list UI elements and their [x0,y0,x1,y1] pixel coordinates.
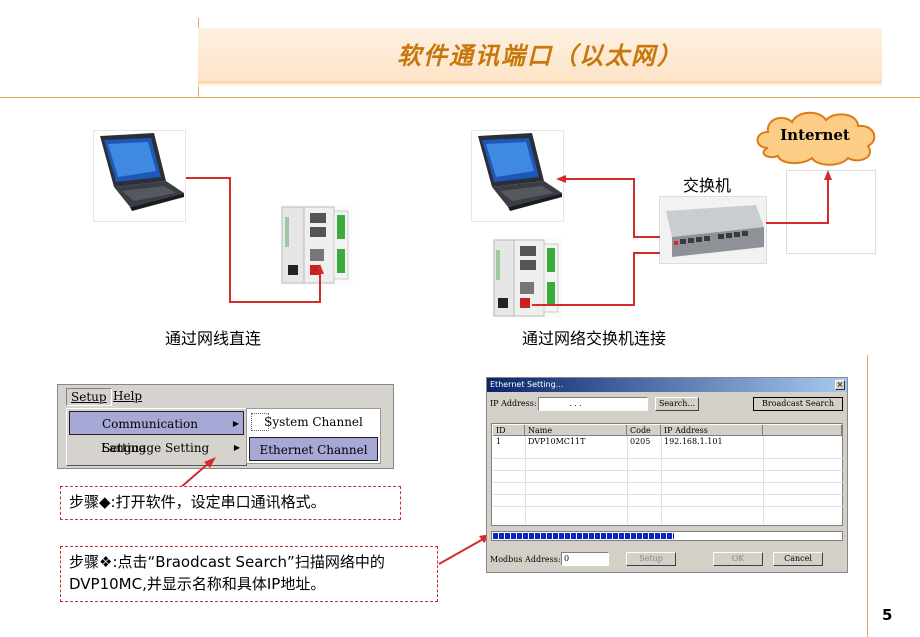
menu-item-system-channel[interactable]: System Channel [264,415,363,429]
communication-submenu: System Channel Ethernet Channel [246,408,381,464]
cell-ip: 192.168.1.101 [664,437,723,446]
table-row[interactable]: 1 DVP10MC11T 0205 192.168.1.101 [493,437,843,447]
frame-line-top [0,97,920,98]
cell-name: DVP10MC11T [528,437,586,446]
setup-button[interactable]: Setup [626,552,676,566]
ok-button[interactable]: OK [713,552,763,566]
internet-label: Internet [780,126,850,144]
row-divider [493,506,843,507]
laptop-image-switch [471,130,564,222]
dialog-title: Ethernet Setting... [490,380,564,389]
dialog-titlebar [487,378,847,392]
column-header-name[interactable]: Name [525,425,627,436]
submenu-arrow-icon: ▶ [232,419,239,428]
modbus-address-input[interactable]: 0 [561,552,609,566]
title-band [198,28,882,87]
search-button[interactable]: Search... [655,397,699,411]
menu-item-language-setting[interactable]: Language Setting ▶ [69,436,244,460]
internet-device-placeholder [786,170,876,254]
direct-cable-line [186,177,324,303]
device-list[interactable]: ID Name Code IP Address 1 DVP10MC11T 020… [491,423,843,526]
progress-fill [493,533,674,539]
network-icon [251,413,269,431]
cell-code: 0205 [630,437,651,446]
column-header-blank [763,425,842,436]
step2-note: 步骤❖:点击“Braodcast Search”扫描网络中的 DVP10MC,并… [60,546,438,602]
column-divider [525,436,526,524]
step2-line1: 步骤❖:点击“Braodcast Search”扫描网络中的 [69,553,385,571]
frame-line-right [867,355,868,637]
dialog-close-button[interactable]: × [835,380,845,390]
internet-cloud-icon [756,111,876,166]
menu-setup[interactable]: Setup [66,388,112,406]
row-divider [493,494,843,495]
cell-id: 1 [496,437,502,446]
laptop-image-direct [93,130,186,222]
column-divider [763,436,764,524]
column-header-ip[interactable]: IP Address [661,425,763,436]
menu-item-communication-setting[interactable]: Communication Setting ▶ [69,411,244,455]
modbus-address-label: Modbus Address: [490,555,561,564]
plc-image-direct [280,205,353,285]
network-switch-image [659,196,767,264]
cancel-button[interactable]: Cancel [773,552,823,566]
menubar: Setup Help [58,385,393,409]
broadcast-search-button[interactable]: Broadcast Search [753,397,843,411]
column-header-code[interactable]: Code [627,425,661,436]
menu-item-label: Communication Setting [102,417,198,455]
slide-title: 软件通讯端口（以太网） [397,42,683,70]
setup-dropdown: Communication Setting ▶ Language Setting… [66,408,247,466]
plc-image-switch [492,238,562,318]
page-number: 5 [882,606,893,624]
menu-pointer-arrow [179,457,216,489]
menu-item-label: Language Setting [101,441,210,455]
caption-switch: 通过网络交换机连接 [522,329,667,348]
caption-direct: 通过网线直连 [165,329,262,348]
row-divider [493,482,843,483]
ip-address-label: IP Address: [490,399,537,408]
row-divider [493,458,843,459]
search-progress-bar [491,531,843,541]
column-divider [661,436,662,524]
menu-help[interactable]: Help [113,389,143,403]
switch-label: 交换机 [683,176,732,195]
step1-note: 步骤◆:打开软件，设定串口通讯格式。 [60,486,401,520]
ip-address-input[interactable]: . . . [538,397,648,411]
menu-item-ethernet-channel[interactable]: Ethernet Channel [249,437,378,461]
column-divider [627,436,628,524]
submenu-arrow-icon: ▶ [233,443,240,452]
row-divider [493,470,843,471]
switch-cable-lines [532,170,832,306]
step2-line2: DVP10MC,并显示名称和具体IP地址。 [69,575,326,593]
column-header-id[interactable]: ID [493,425,525,436]
